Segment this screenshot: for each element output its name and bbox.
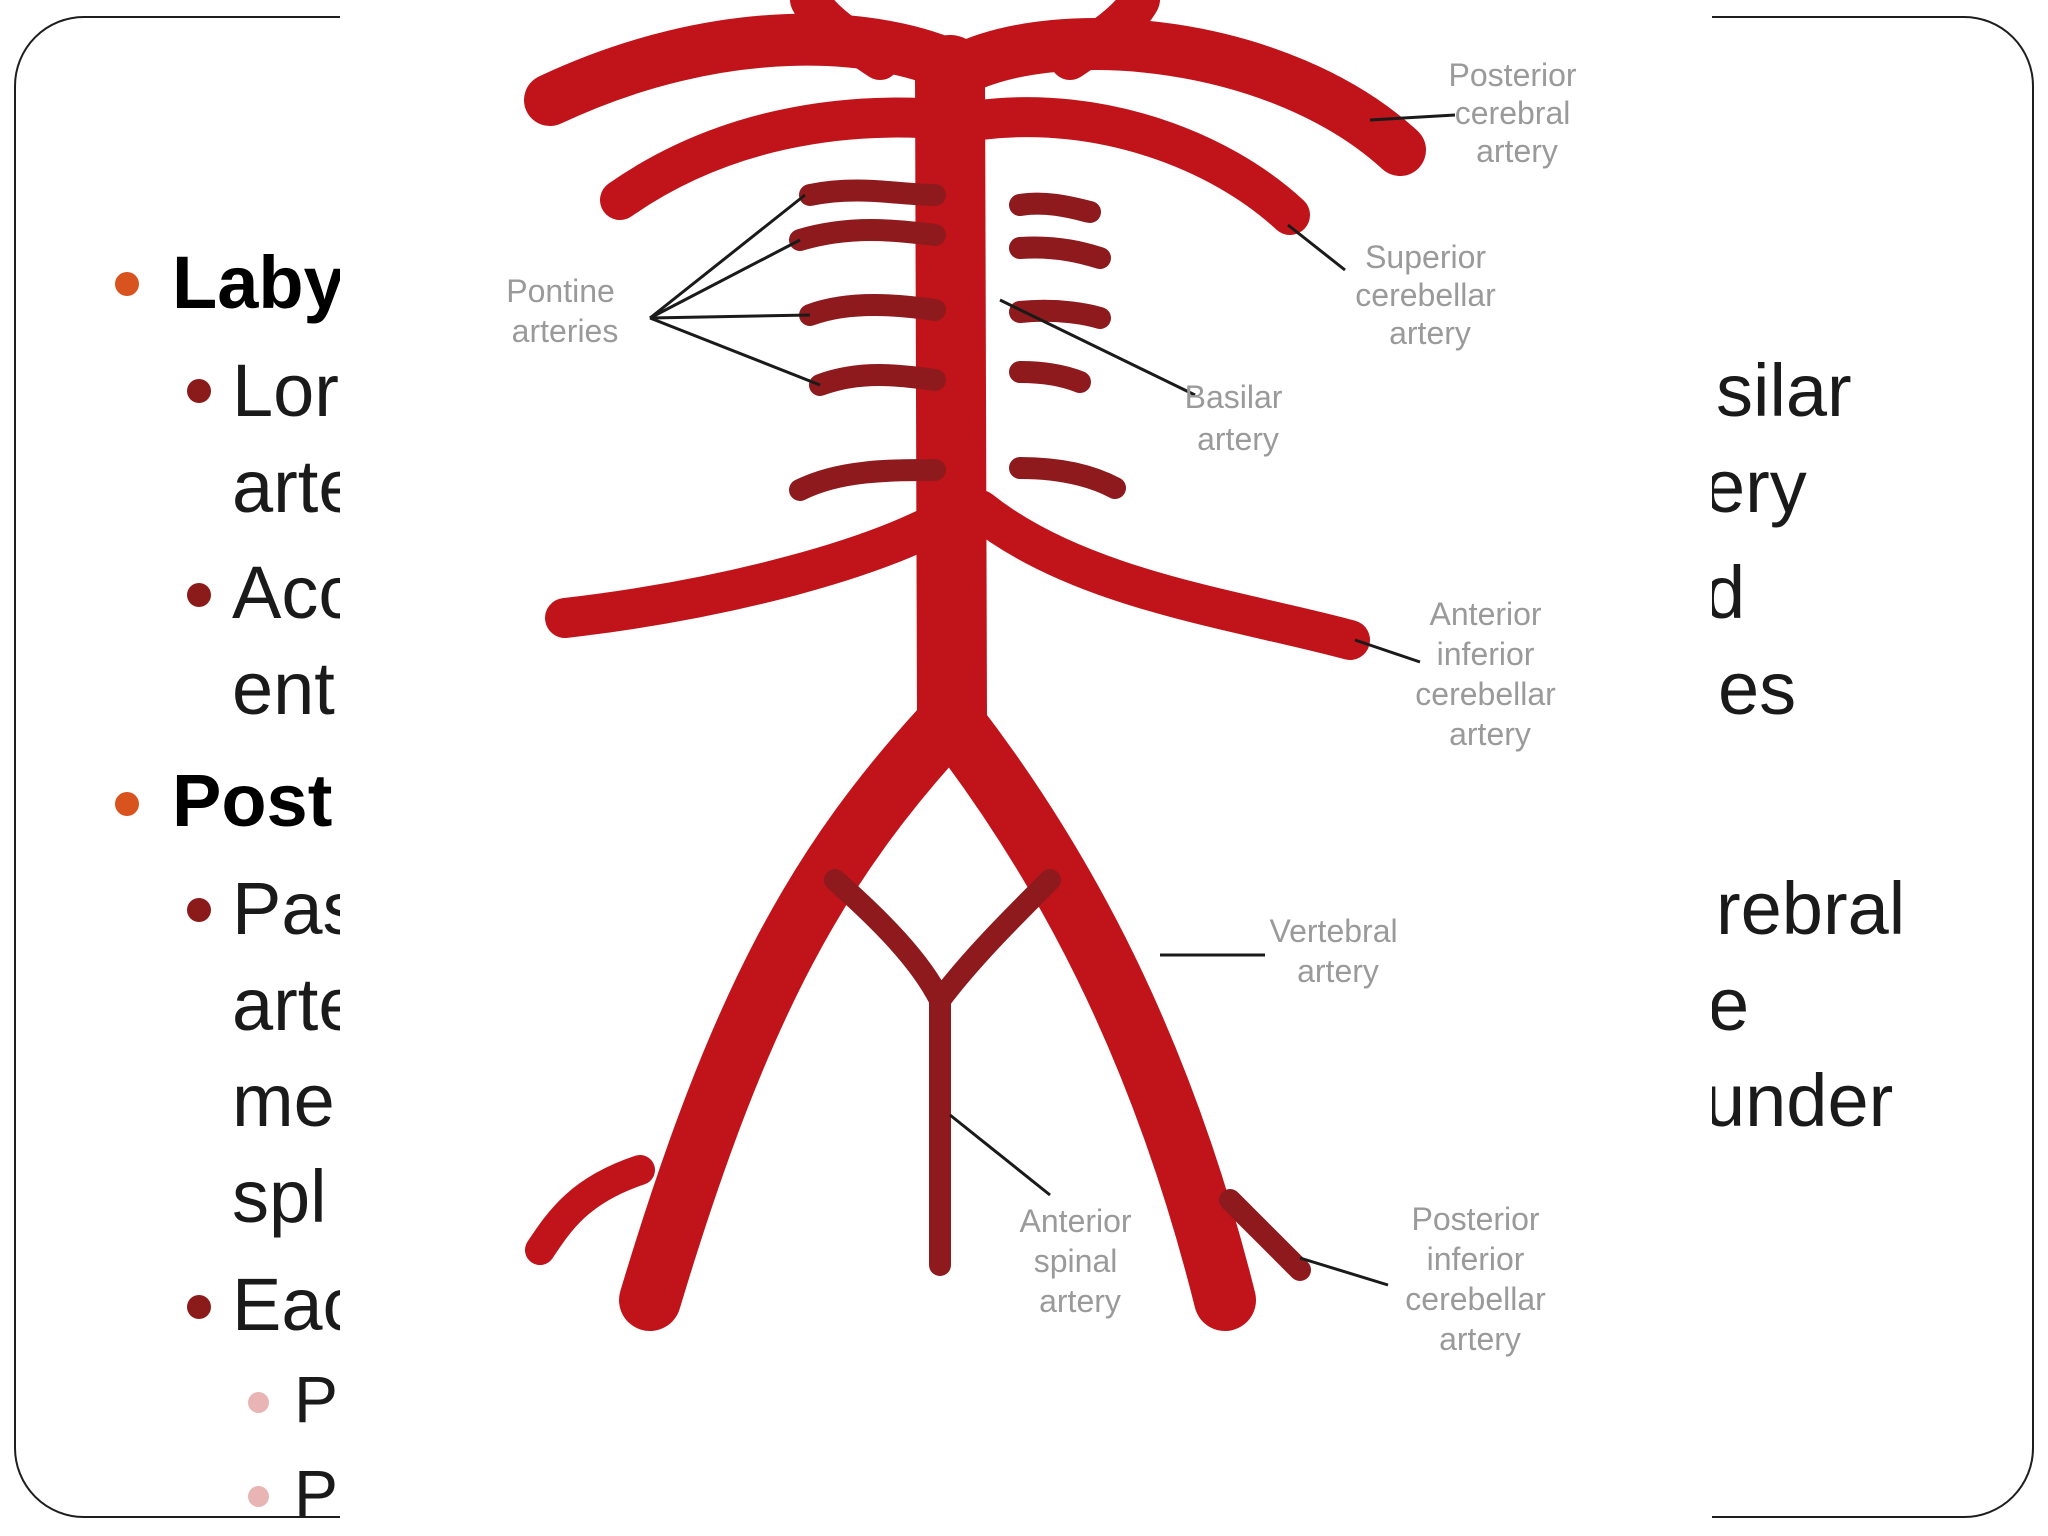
bullet-text: P (294, 1362, 339, 1436)
posterior-cerebral-artery-right (934, 18, 1426, 176)
diagram-labels: Posterior cerebral artery Superior cereb… (506, 57, 1586, 1357)
text-fragment: es (1718, 647, 1797, 730)
anterior-inferior-cerebellar-artery-left (545, 490, 980, 638)
bullet-text: Lor (232, 349, 339, 432)
posterior-inferior-cerebellar-artery-right (1219, 1189, 1311, 1281)
text-fragment: rebral (1716, 867, 1906, 950)
bullet-dot (115, 792, 139, 816)
posterior-inferior-cerebellar-artery-left (525, 1155, 655, 1265)
pontine-arteries (789, 179, 1126, 501)
bullet-text: Pas (232, 867, 360, 950)
text-fragment: silar (1716, 349, 1852, 432)
label-posterior-cerebral-artery: Posterior cerebral artery (1449, 57, 1586, 169)
bullet-text: ent (232, 647, 335, 730)
label-posterior-inferior-cerebellar-artery: Posterior inferior cerebellar artery (1405, 1201, 1554, 1357)
text-fragment: ery (1704, 445, 1807, 528)
artery-diagram: Posterior cerebral artery Superior cereb… (340, 0, 1712, 1536)
text-fragment: e (1708, 963, 1750, 1046)
bullet-text: Post (172, 759, 333, 842)
bullet-text: arte (232, 445, 360, 528)
bullet-text: Laby (172, 241, 345, 324)
bullet-text: P (294, 1456, 339, 1530)
artery-diagram-svg: Posterior cerebral artery Superior cereb… (506, 0, 1586, 1357)
label-superior-cerebellar-artery: Superior cerebellar artery (1355, 239, 1504, 351)
bullet-text: me (232, 1059, 335, 1142)
superior-cerebellar-artery-right (960, 97, 1310, 235)
bullet-text: Eac (232, 1263, 360, 1346)
bullet-dot (115, 272, 139, 296)
text-fragment: under (1704, 1059, 1894, 1142)
anterior-spinal-artery (824, 869, 1061, 1276)
label-anterior-inferior-cerebellar-artery: Anterior inferior cerebellar artery (1415, 596, 1564, 752)
anterior-inferior-cerebellar-artery-right (960, 490, 1370, 660)
vertebral-artery-right (921, 689, 1256, 1331)
bullet-dot (248, 1392, 269, 1413)
label-vertebral-artery: Vertebral artery (1270, 913, 1407, 989)
basilar-artery (915, 35, 987, 755)
label-anterior-spinal-artery: Anterior spinal artery (1020, 1203, 1141, 1319)
bullet-text: Acc (232, 551, 356, 634)
posterior-cerebral-artery-left (524, 13, 986, 126)
bullet-dot (187, 583, 211, 607)
bullet-dot (187, 1295, 211, 1319)
label-basilar-artery: Basilar artery (1185, 379, 1292, 457)
vertebral-artery-left (619, 689, 981, 1331)
bullet-text: spl (232, 1155, 327, 1238)
bullet-dot (187, 379, 211, 403)
label-pontine-arteries: Pontine arteries (506, 273, 623, 349)
bullet-text: arte (232, 963, 360, 1046)
bullet-dot (187, 898, 211, 922)
superior-cerebellar-artery-left (600, 97, 970, 220)
bullet-dot (248, 1486, 269, 1507)
label-pointers (649, 113, 1456, 1287)
